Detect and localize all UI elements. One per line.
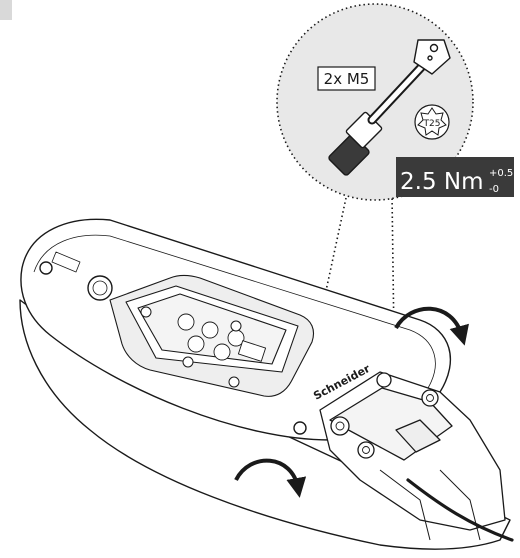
bit-label: T25 bbox=[423, 119, 441, 129]
page-corner-tab bbox=[0, 0, 12, 20]
bracket-screw bbox=[376, 372, 392, 388]
module-screw bbox=[182, 356, 194, 368]
module-screw bbox=[140, 306, 152, 318]
hinge-bracket bbox=[319, 371, 506, 541]
curved-arrow-icon bbox=[394, 306, 469, 346]
module-window bbox=[109, 274, 315, 397]
torque-tolerance-plus: +0.5 bbox=[489, 168, 513, 179]
tool-callout: 2x M5 T25 2.5 Nm +0.5 -0 bbox=[276, 3, 514, 201]
screw-spec-label: 2x M5 bbox=[324, 70, 370, 88]
torque-value: 2.5 Nm bbox=[400, 169, 484, 195]
module-screw bbox=[230, 320, 242, 332]
cover-screw-right bbox=[293, 421, 307, 435]
curved-arrow-icon bbox=[234, 458, 307, 498]
torx-bit-icon: T25 bbox=[414, 104, 450, 140]
cable bbox=[406, 478, 514, 542]
cover-screw-left bbox=[39, 261, 53, 275]
module-screw bbox=[228, 376, 240, 388]
screw-spec-box bbox=[317, 66, 376, 91]
torque-tolerance-minus: -0 bbox=[489, 184, 499, 195]
torque-screwdriver-icon bbox=[328, 39, 451, 176]
torque-box bbox=[396, 157, 514, 197]
